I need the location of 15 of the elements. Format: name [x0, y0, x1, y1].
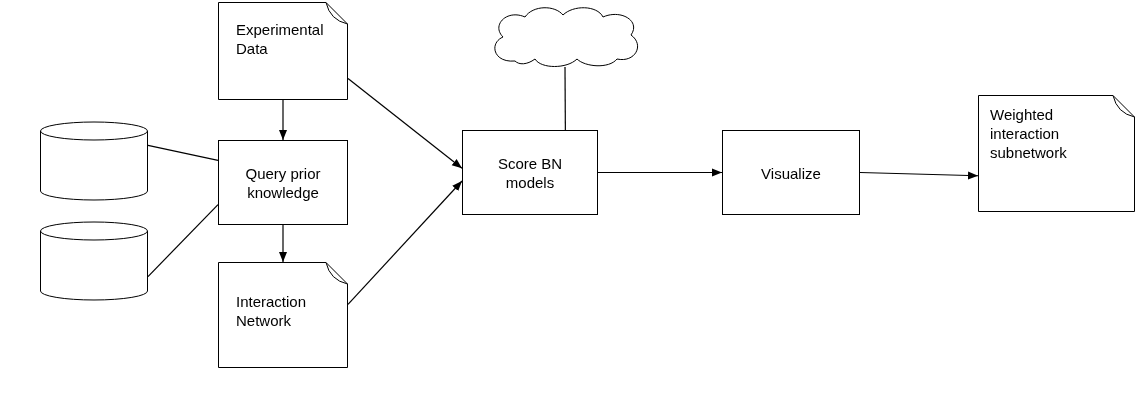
node-label: Weighted interaction subnetwork [990, 105, 1068, 162]
node-label: Experimental Data [236, 20, 325, 58]
arrow [279, 224, 287, 263]
connector-line [147, 144, 219, 161]
arrow [347, 77, 463, 169]
node-label: Interaction Network [236, 292, 308, 330]
connector-line [564, 66, 566, 131]
arrow [347, 180, 463, 305]
node-label: Visualize [760, 163, 822, 182]
arrow [859, 171, 979, 180]
node-label: Score BN models [496, 153, 564, 192]
arrow [279, 99, 287, 141]
connector-line [147, 204, 219, 278]
node-label: Query prior knowledge [244, 163, 322, 202]
arrow [597, 168, 723, 177]
